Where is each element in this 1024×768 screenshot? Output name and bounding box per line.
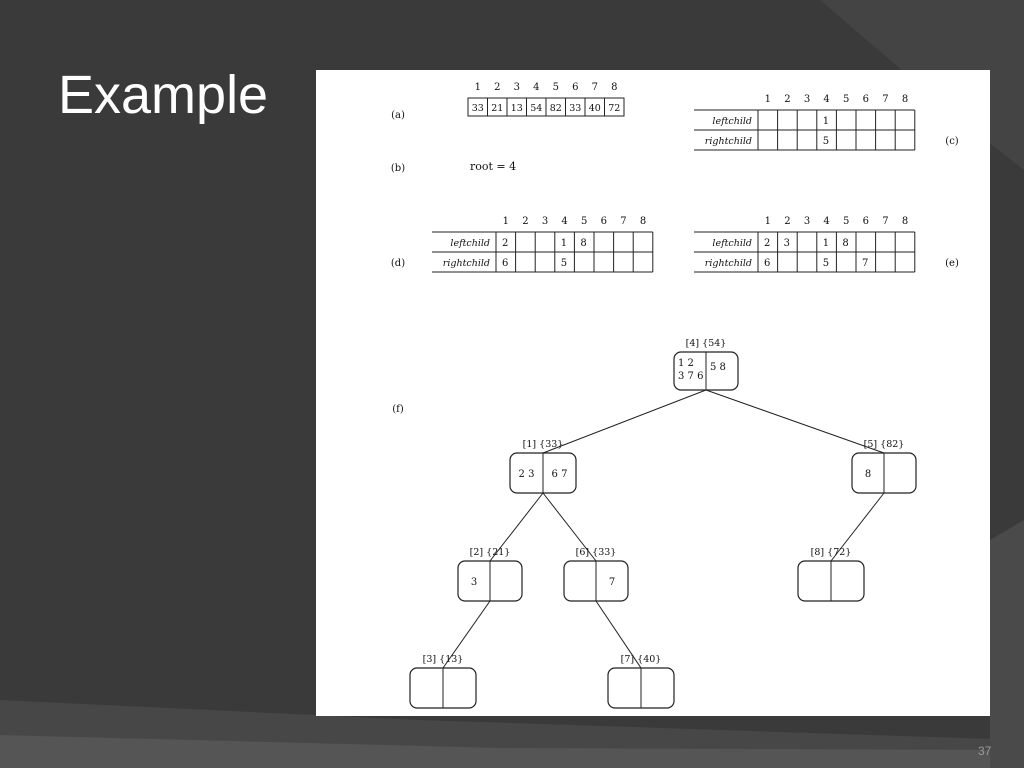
rightchild-value: 6 — [502, 258, 508, 269]
tree-edge — [830, 492, 885, 562]
table-index: 7 — [882, 94, 888, 105]
table-index: 8 — [902, 216, 908, 227]
array-index: 8 — [611, 82, 617, 93]
table-index: 7 — [882, 216, 888, 227]
array-value: 54 — [530, 103, 542, 114]
tree-node-left-value: 2 3 — [519, 469, 535, 480]
table-index: 7 — [620, 216, 626, 227]
table-index: 6 — [601, 216, 607, 227]
tree-node-left-value: 3 7 6 — [678, 371, 703, 382]
panel-label-c: (c) — [945, 136, 959, 147]
rightchild-value: 5 — [823, 258, 829, 269]
tree-edge — [705, 389, 885, 454]
table-index: 2 — [522, 216, 528, 227]
tree-edge — [595, 600, 642, 669]
table-index: 3 — [804, 216, 810, 227]
table-index: 5 — [581, 216, 587, 227]
tree-node-right-value: 5 8 — [710, 362, 726, 373]
table-row-label: leftchild — [450, 238, 490, 249]
leftchild-value: 1 — [561, 238, 567, 249]
panel-label-e: (e) — [945, 258, 959, 269]
array-value: 21 — [491, 103, 503, 114]
array-index: 7 — [592, 82, 598, 93]
rightchild-value: 5 — [823, 136, 829, 147]
array-value: 82 — [550, 103, 562, 114]
table-index: 4 — [823, 94, 829, 105]
table-index: 1 — [765, 216, 771, 227]
table-index: 4 — [561, 216, 567, 227]
array-index: 2 — [494, 82, 500, 93]
tree-node-label: [1] {33} — [523, 439, 564, 450]
leftchild-value: 2 — [764, 238, 770, 249]
panel-label-b: (b) — [391, 163, 405, 174]
table-row-label: leftchild — [712, 116, 752, 127]
array-index: 6 — [572, 82, 578, 93]
table-row-label: rightchild — [443, 258, 490, 269]
tree-node-left-value: 1 2 — [678, 358, 694, 369]
tree-edge — [442, 600, 491, 669]
rightchild-value: 5 — [561, 258, 567, 269]
table-index: 3 — [542, 216, 548, 227]
array-value: 13 — [511, 103, 523, 114]
tree-node-right-value: 7 — [609, 577, 615, 588]
rightchild-value: 7 — [862, 258, 868, 269]
leftchild-value: 8 — [842, 238, 848, 249]
leftchild-value: 2 — [502, 238, 508, 249]
panel-label-f: (f) — [392, 404, 404, 415]
table-index: 3 — [804, 94, 810, 105]
array-index: 5 — [553, 82, 559, 93]
table-index: 2 — [784, 216, 790, 227]
tree-edge — [489, 492, 544, 562]
table-index: 1 — [765, 94, 771, 105]
leftchild-value: 8 — [580, 238, 586, 249]
table-row-label: leftchild — [712, 238, 752, 249]
slide-title: Example — [58, 65, 269, 125]
table-index: 2 — [784, 94, 790, 105]
tree-edge — [542, 492, 597, 562]
array-index: 4 — [533, 82, 539, 93]
tree-node-label: [2] {21} — [470, 547, 511, 558]
table-index: 5 — [843, 216, 849, 227]
table-index: 6 — [863, 94, 869, 105]
slide-number: 37 — [978, 744, 992, 758]
tree-node-label: [5] {82} — [864, 439, 905, 450]
table-index: 5 — [843, 94, 849, 105]
table-index: 8 — [640, 216, 646, 227]
array-index: 3 — [514, 82, 520, 93]
tree-node-label: [4] {54} — [686, 338, 727, 349]
tree-node-right-value: 6 7 — [552, 469, 568, 480]
panel-label-a: (a) — [391, 110, 405, 121]
array-value: 72 — [608, 103, 620, 114]
leftchild-value: 1 — [823, 116, 829, 127]
tree-node-label: [3] {13} — [423, 654, 464, 665]
tree-node-label: [8] {72} — [811, 547, 852, 558]
tree-edge — [542, 389, 707, 454]
table-row-label: rightchild — [705, 258, 752, 269]
array-index: 1 — [475, 82, 481, 93]
panel-label-d: (d) — [391, 258, 405, 269]
table-index: 1 — [503, 216, 509, 227]
tree-node-left-value: 8 — [865, 469, 871, 480]
table-index: 4 — [823, 216, 829, 227]
table-index: 8 — [902, 94, 908, 105]
array-value: 33 — [472, 103, 484, 114]
tree-node-label: [7] {40} — [621, 654, 662, 665]
array-value: 40 — [589, 103, 601, 114]
table-index: 6 — [863, 216, 869, 227]
rightchild-value: 6 — [764, 258, 770, 269]
tree-node-left-value: 3 — [471, 577, 477, 588]
root-text: root = 4 — [470, 160, 516, 173]
table-row-label: rightchild — [705, 136, 752, 147]
tree-node-label: [6] {33} — [576, 547, 617, 558]
leftchild-value: 1 — [823, 238, 829, 249]
leftchild-value: 3 — [784, 238, 790, 249]
array-value: 33 — [569, 103, 581, 114]
